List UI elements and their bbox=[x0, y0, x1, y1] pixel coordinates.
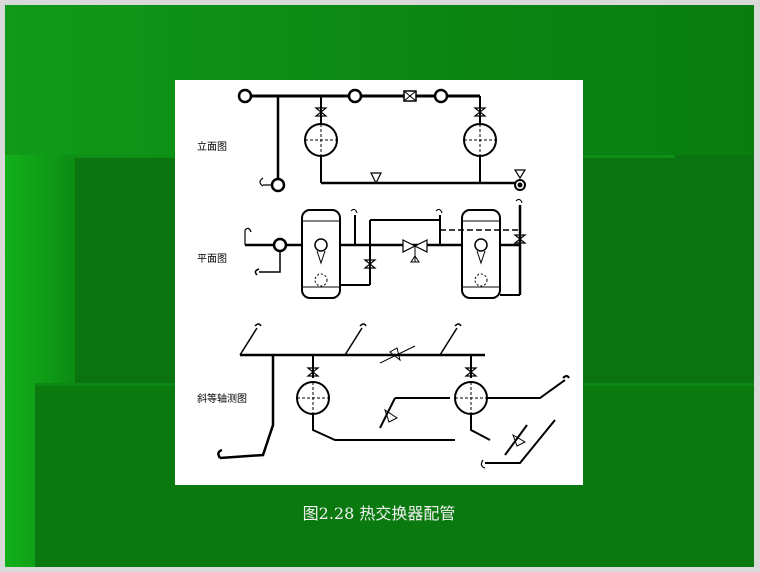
inline-valve bbox=[403, 90, 417, 102]
valve-icon bbox=[306, 367, 320, 377]
valve-icon bbox=[513, 234, 527, 244]
plan-label: 平面图 bbox=[197, 254, 227, 265]
elevation-view bbox=[237, 88, 527, 193]
valve-icon bbox=[513, 169, 527, 180]
isometric-view bbox=[217, 323, 570, 469]
tank-icon bbox=[461, 209, 501, 299]
valve-icon bbox=[464, 367, 478, 377]
valve-icon bbox=[512, 433, 527, 447]
valve-icon bbox=[473, 107, 487, 117]
valve-icon bbox=[384, 408, 398, 423]
isometric-label: 斜等轴测图 bbox=[197, 394, 247, 405]
elevation-label: 立面图 bbox=[197, 142, 227, 153]
plan-view bbox=[244, 198, 527, 299]
figure-caption: 图2.28 热交换器配管 bbox=[302, 504, 456, 523]
piping-diagram bbox=[217, 88, 570, 469]
valve-icon bbox=[370, 172, 382, 185]
diagram-figure: 立面图 平面图 斜等轴测图 bbox=[175, 80, 583, 485]
valve-icon bbox=[389, 347, 401, 362]
tank-icon bbox=[301, 209, 341, 299]
valve-icon bbox=[314, 107, 328, 117]
valve-icon bbox=[363, 259, 377, 269]
